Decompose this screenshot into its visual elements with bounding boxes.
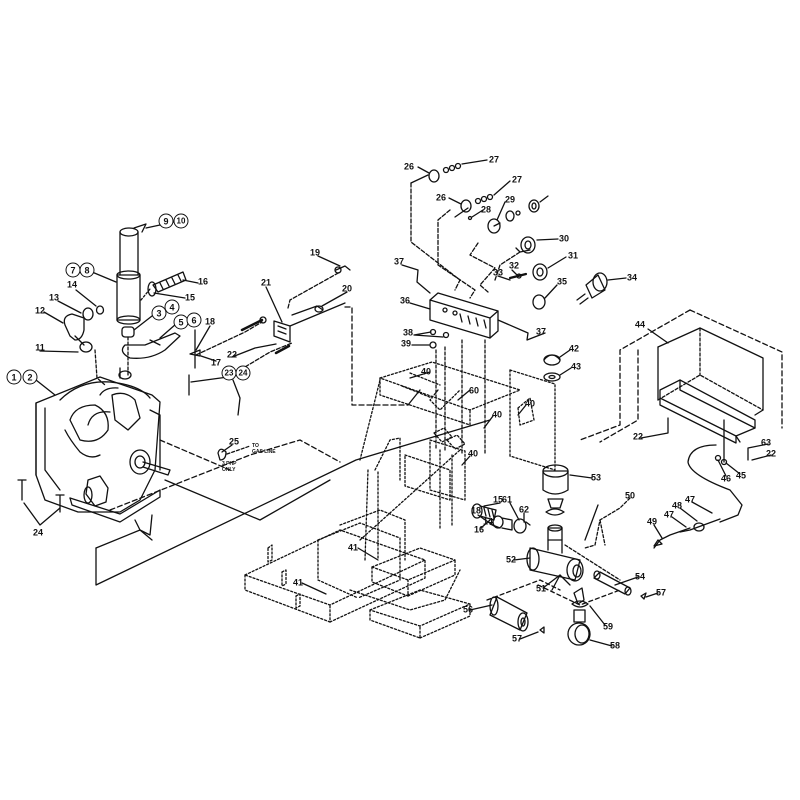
part-label: 26: [403, 161, 415, 172]
part-label: 52: [505, 554, 517, 565]
cap-drawing: [543, 349, 572, 382]
part-label: 40: [420, 366, 432, 377]
fasteners-drawing: [17, 255, 351, 526]
part-label: 53: [590, 472, 602, 483]
part-label: 45: [735, 470, 747, 481]
note-line: 3 PHP: [222, 461, 237, 467]
circled-label: 3: [151, 305, 167, 321]
part-label: 47: [684, 494, 696, 505]
part-label: 57: [655, 587, 667, 598]
part-label: 61: [501, 494, 513, 505]
fuel-tank-drawing: [579, 309, 783, 549]
part-label: 22: [765, 448, 777, 459]
part-label: 21: [260, 277, 272, 288]
part-label: 46: [720, 473, 732, 484]
circled-label: 23: [221, 365, 237, 381]
connector-lines: [95, 306, 491, 586]
part-label: 24: [32, 527, 44, 538]
part-label: 51: [535, 583, 547, 594]
part-label: 16: [473, 524, 485, 535]
part-label: 40: [491, 409, 503, 420]
part-label: 29: [504, 194, 516, 205]
part-label: 54: [634, 571, 646, 582]
part-label: 15: [184, 292, 196, 303]
part-label: 16: [197, 276, 209, 287]
part-label: 13: [48, 292, 60, 303]
circled-label: 10: [173, 213, 189, 229]
part-label: 34: [626, 272, 638, 283]
part-label: 28: [480, 204, 492, 215]
frame-drawing: [244, 361, 556, 639]
circled-label: 7: [65, 262, 81, 278]
part-label: 40: [524, 398, 536, 409]
part-label: 50: [624, 490, 636, 501]
part-label: 40: [467, 448, 479, 459]
part-label: 18: [204, 316, 216, 327]
note-line: GAS LINE: [252, 448, 276, 455]
part-label: 37: [535, 326, 547, 337]
part-label: 14: [66, 279, 78, 290]
3php-only-note: 3 PHP ONLY: [222, 461, 237, 473]
part-label: 39: [400, 338, 412, 349]
exhaust-drawing: [35, 221, 199, 396]
part-label: 57: [511, 633, 523, 644]
part-label: 12: [34, 305, 46, 316]
part-label: 60: [468, 385, 480, 396]
circled-label: 4: [164, 299, 180, 315]
part-label: 15: [492, 494, 504, 505]
part-label: 41: [347, 542, 359, 553]
part-label: 25: [228, 436, 240, 447]
part-label: 58: [609, 640, 621, 651]
part-label: 22: [226, 349, 238, 360]
circled-label: 24: [235, 365, 251, 381]
frame-leaders: [301, 371, 527, 595]
part-label: 32: [508, 260, 520, 271]
engine-drawing: [35, 367, 171, 523]
part-label: 30: [558, 233, 570, 244]
circled-label: 9: [158, 213, 174, 229]
part-label: 44: [634, 319, 646, 330]
part-label: 62: [518, 504, 530, 515]
part-label: 63: [760, 437, 772, 448]
part-label: 59: [602, 621, 614, 632]
part-label: 42: [568, 343, 580, 354]
note-line: ONLY: [222, 466, 236, 473]
part-label: 26: [435, 192, 447, 203]
part-label: 11: [35, 342, 45, 353]
circled-label: 8: [79, 262, 95, 278]
part-label: 49: [646, 516, 658, 527]
part-label: 33: [492, 267, 504, 278]
part-label: 27: [488, 154, 500, 165]
part-label: 20: [341, 283, 353, 294]
part-label: 19: [309, 247, 321, 258]
part-label: 37: [393, 256, 405, 267]
part-label: 43: [570, 361, 582, 372]
note-line: TO: [252, 443, 259, 449]
part-label: 36: [399, 295, 411, 306]
control-panel-drawing: [401, 159, 627, 456]
circled-label: 6: [186, 312, 202, 328]
gas-line-note: TO GAS LINE: [252, 443, 276, 455]
part-label: 27: [511, 174, 523, 185]
pump-drawing: [469, 464, 659, 647]
part-label: 47: [663, 509, 675, 520]
circled-label: 1: [6, 369, 22, 385]
part-label: 18: [470, 505, 482, 516]
part-label: 31: [567, 250, 579, 261]
part-label: 14: [482, 516, 494, 527]
part-label: 41: [292, 577, 304, 588]
part-label: 22: [632, 431, 644, 442]
part-label: 48: [671, 500, 683, 511]
circled-label: 2: [22, 369, 38, 385]
part-label: 56: [462, 604, 474, 615]
part-label: 17: [210, 357, 222, 368]
part-label: 35: [556, 276, 568, 287]
part-label: 38: [402, 327, 414, 338]
